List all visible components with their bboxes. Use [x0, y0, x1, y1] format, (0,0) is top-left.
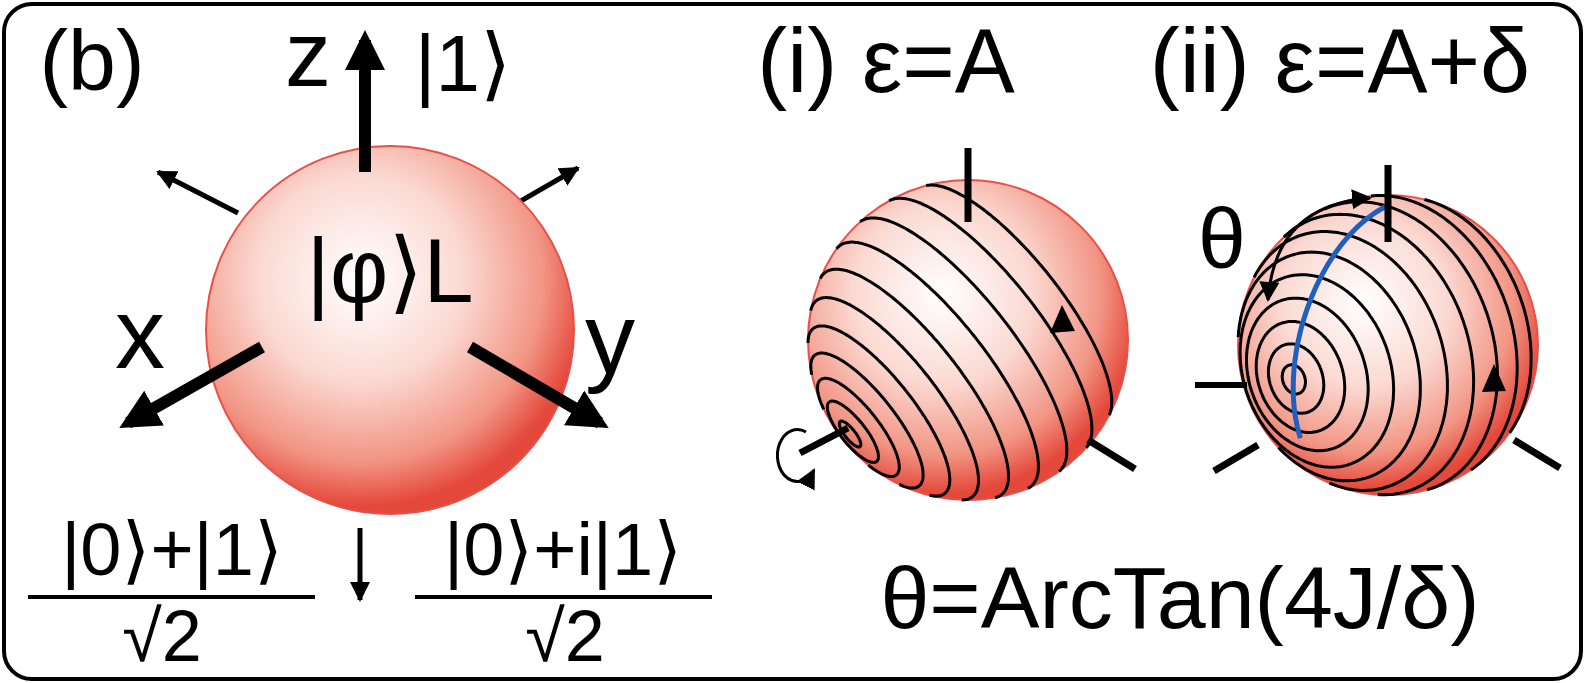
axis-stub: [965, 148, 972, 222]
axis-stub: [1088, 440, 1135, 469]
contour-line: [820, 269, 1008, 498]
contour-line: [811, 353, 923, 488]
flow-arrowhead: [1482, 364, 1506, 392]
sphere-outline: [205, 145, 575, 515]
panel-label: (b): [39, 11, 144, 110]
precession-contours: [808, 185, 1112, 500]
contour-line: [811, 298, 979, 500]
state-denominator: √2: [525, 595, 605, 678]
contour-line: [926, 185, 1111, 415]
contour-line: [1425, 200, 1532, 433]
axis-stub: [1214, 445, 1258, 471]
axis-arrow: [358, 528, 363, 600]
formula: θ=ArcTan(4J/δ): [880, 547, 1479, 648]
axis-label: z: [285, 2, 331, 108]
bloch-sphere: [808, 180, 1128, 500]
state-label: |1⟩: [415, 18, 511, 110]
state-numerator: |0⟩+i|1⟩: [444, 507, 682, 592]
tilt-arc: [1293, 206, 1388, 439]
case-heading: (ii) ε=A+δ: [1150, 10, 1530, 114]
state-label: |φ⟩L: [307, 220, 474, 324]
angle-label: θ: [1198, 189, 1246, 288]
axis-stub: [1514, 440, 1560, 468]
contour-line: [1238, 252, 1420, 481]
contour-line: [808, 326, 950, 496]
axis-stub: [800, 428, 848, 453]
angle-arrow: [1268, 198, 1370, 300]
flow-arrowhead: [1050, 305, 1075, 333]
contour-line: [1284, 214, 1474, 495]
axis-label: x: [115, 276, 165, 391]
contour-line: [860, 218, 1067, 472]
contour-line: [837, 242, 1039, 488]
panel-frame: [4, 4, 1581, 679]
axis-label: y: [585, 281, 635, 396]
axis-stub: [1385, 165, 1392, 242]
contour-line: [1240, 275, 1394, 468]
axis-arrow: [158, 172, 238, 213]
contour-line: [889, 198, 1092, 447]
contour-line: [1371, 196, 1517, 471]
bloch-sphere: |φ⟩L: [205, 145, 575, 515]
axis-stub: [1195, 382, 1247, 388]
state-denominator: √2: [122, 595, 202, 678]
state-numerator: |0⟩+|1⟩: [61, 507, 283, 592]
contour-line: [818, 378, 900, 476]
contour-line: [1254, 232, 1447, 491]
rotation-arrow: [777, 429, 814, 481]
case-heading: (i) ε=A: [757, 10, 1015, 114]
